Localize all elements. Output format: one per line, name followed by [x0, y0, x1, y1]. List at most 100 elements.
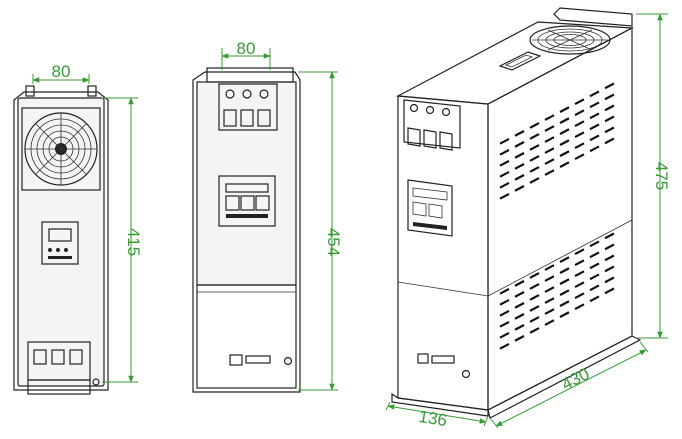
vent-slot: [544, 308, 555, 315]
vent-slot: [574, 109, 585, 117]
vent-slot: [559, 150, 570, 157]
vent-slot: [589, 123, 600, 131]
vent-slot: [604, 93, 615, 101]
vent-slot: [574, 120, 585, 128]
vent-slot: [544, 319, 555, 326]
vent-slot: [589, 101, 600, 109]
iso-breaker: [403, 99, 461, 151]
side-width-label: 80: [52, 62, 71, 81]
vent-slot: [529, 144, 540, 151]
vent-slot: [589, 240, 600, 248]
iso-depth-label: 430: [559, 364, 593, 394]
vent-slot: [514, 280, 525, 287]
vent-slot: [514, 163, 525, 170]
vent-slot: [604, 137, 615, 145]
vent-slot: [559, 289, 570, 296]
vent-slot: [529, 305, 540, 312]
side-view: 80 415: [13, 62, 143, 395]
vent-slot: [559, 256, 570, 263]
vent-slot: [544, 286, 555, 293]
vent-slot: [559, 106, 570, 113]
vent-slot: [529, 272, 540, 279]
vent-slot: [529, 327, 540, 334]
vent-slot: [574, 153, 585, 161]
vent-slot: [499, 331, 510, 339]
vent-slot: [604, 276, 615, 284]
vent-slot: [604, 243, 615, 251]
vent-slot: [514, 141, 525, 148]
vent-slot: [544, 125, 555, 132]
vent-slot: [514, 185, 525, 192]
vent-slot: [529, 283, 540, 290]
front-terminal: [245, 355, 271, 364]
vent-slot: [589, 112, 600, 120]
vent-slot: [589, 273, 600, 281]
vent-slot: [544, 136, 555, 143]
front-width-dimension: 80: [221, 39, 271, 70]
front-display-module: [218, 175, 276, 227]
vent-slot: [574, 248, 585, 256]
vent-slot: [499, 192, 510, 200]
vent-slot: [499, 309, 510, 317]
front-width-label: 80: [237, 39, 256, 58]
iso-depth-dimension: 430: [489, 341, 649, 429]
vent-slot: [589, 90, 600, 98]
vent-slot: [589, 295, 600, 303]
vent-slot: [514, 313, 525, 320]
vent-slot: [559, 117, 570, 124]
iso-display-module: [407, 179, 453, 237]
side-breaker: [27, 341, 91, 395]
iso-height-label: 475: [652, 162, 671, 190]
iso-width-dimension: 136: [385, 401, 489, 430]
iso-width-label: 136: [417, 407, 448, 430]
vent-slot: [574, 292, 585, 300]
vent-slot: [544, 158, 555, 165]
front-height-label: 454: [324, 228, 343, 256]
vent-slot: [589, 251, 600, 259]
vent-slot: [574, 281, 585, 289]
vent-slot: [544, 114, 555, 121]
vent-slot: [514, 130, 525, 137]
iso-switch: [417, 353, 429, 364]
vent-slot: [574, 270, 585, 278]
vent-slot: [499, 137, 510, 145]
iso-height-dimension: 475: [636, 13, 671, 339]
vent-slot: [574, 131, 585, 139]
iso-terminal: [431, 355, 455, 364]
iso-side-vents: [499, 82, 615, 350]
vent-slot: [544, 297, 555, 304]
side-width-dimension: 80: [32, 62, 90, 84]
vent-slot: [589, 262, 600, 270]
iso-top-display: [498, 51, 542, 71]
vent-slot: [604, 287, 615, 295]
vent-slot: [604, 232, 615, 240]
side-display-module: [41, 221, 79, 265]
vent-slot: [499, 287, 510, 295]
vent-slot: [499, 342, 510, 350]
vent-slot: [604, 115, 615, 123]
vent-slot: [544, 147, 555, 154]
vent-slot: [589, 145, 600, 153]
vent-slot: [604, 265, 615, 273]
vent-slot: [544, 264, 555, 271]
vent-slot: [499, 320, 510, 328]
vent-slot: [499, 298, 510, 306]
front-height-dimension: 454: [298, 71, 343, 391]
side-height-dimension: 415: [102, 97, 143, 383]
iso-base-foot: [391, 392, 489, 417]
front-lower-panel: [196, 284, 297, 389]
vent-slot: [559, 128, 570, 135]
vent-slot: [574, 142, 585, 150]
vent-slot: [499, 159, 510, 167]
front-breaker: [218, 83, 278, 131]
side-lug-right: [87, 85, 97, 97]
vent-slot: [574, 259, 585, 267]
vent-slot: [529, 166, 540, 173]
front-ground-screw: [283, 356, 293, 366]
vent-slot: [529, 133, 540, 140]
vent-slot: [559, 139, 570, 146]
vent-slot: [604, 126, 615, 134]
iso-ground-screw: [461, 369, 471, 379]
side-height-label: 415: [124, 228, 143, 256]
